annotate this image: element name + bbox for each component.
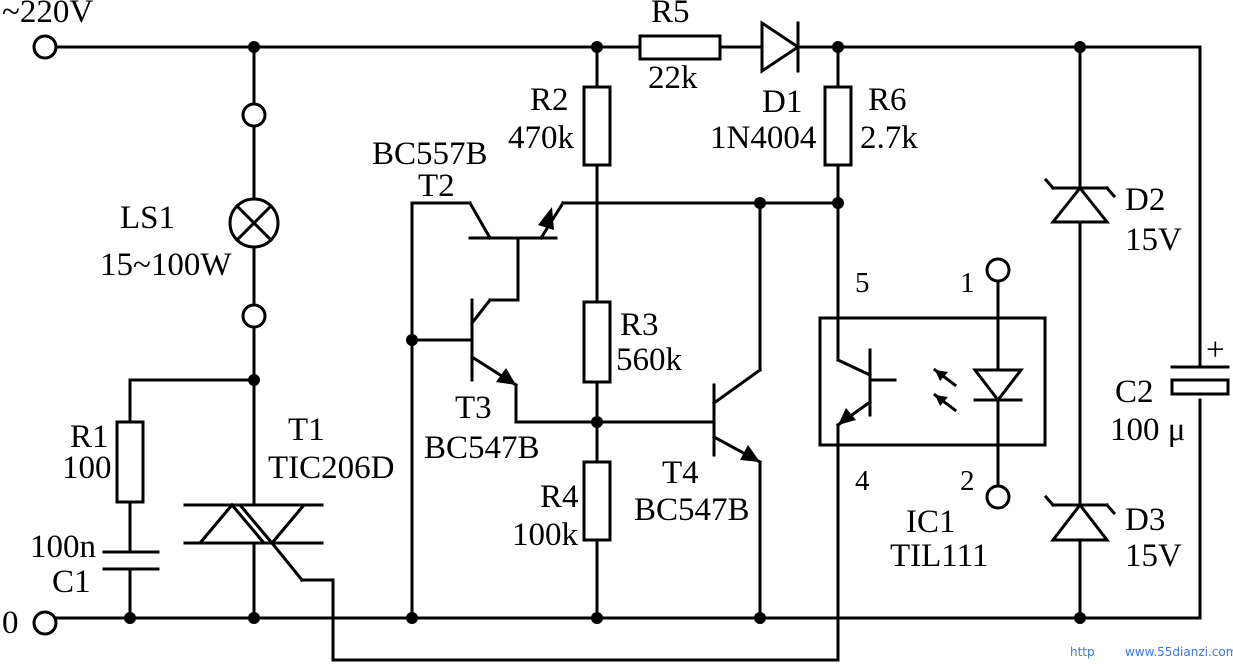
d2-value: 15V [1125, 222, 1182, 258]
junctions [124, 41, 1086, 624]
watermark-site: www.55dianzi.com [1125, 645, 1233, 659]
d1-part: 1N4004 [710, 120, 816, 156]
r3-value: 560k [616, 342, 683, 378]
t2-ref: T2 [418, 168, 455, 204]
ic1-ref: IC1 [906, 504, 956, 540]
terminal-neutral-label: 0 [2, 605, 19, 641]
transistor-t3: T3 BC547B [410, 201, 716, 620]
t4-part: BC547B [634, 492, 750, 528]
r4-value: 100k [512, 517, 579, 553]
resistor-r2: R2 470k [508, 45, 612, 304]
r6-value: 2.7k [860, 120, 918, 156]
r6-ref: R6 [868, 82, 907, 118]
c2-value: 100 μ [1110, 412, 1185, 448]
d1-ref: D1 [762, 84, 802, 120]
r1-ref: R1 [70, 419, 109, 455]
r2-value: 470k [508, 120, 575, 156]
ls1-ref: LS1 [120, 200, 175, 236]
diode-d1: D1 1N4004 [710, 20, 816, 156]
transistor-t2: BC557B T2 [372, 136, 840, 302]
ic1-pin-1: 1 [960, 267, 975, 299]
ls1-value: 15~100W [100, 247, 232, 283]
resistor-r3: R3 560k [582, 300, 683, 464]
r3-ref: R3 [620, 307, 659, 343]
zener-d2: D2 15V [1043, 45, 1182, 507]
zener-d3: D3 15V [1043, 494, 1182, 620]
resistor-r4: R4 100k [512, 460, 612, 620]
r1-value: 100 [62, 450, 112, 486]
terminal-neutral: 0 [2, 605, 58, 641]
t3-ref: T3 [455, 390, 492, 426]
c2-polarity: + [1206, 332, 1225, 368]
ic1-pin-4: 4 [855, 465, 870, 497]
c2-ref: C2 [1115, 374, 1154, 410]
resistor-r6: R6 2.7k [823, 45, 918, 362]
snubber-r1-c1: R1 100 100n C1 [30, 378, 256, 620]
t1-part: TIC206D [268, 450, 395, 486]
top-rail [55, 45, 1202, 369]
resistor-r5: R5 22k [638, 0, 722, 96]
d3-value: 15V [1125, 538, 1182, 574]
watermark-prefix: http [1070, 645, 1095, 659]
bottom-rail [55, 398, 1202, 620]
optocoupler-ic1: 5 1 4 2 IC1 TIL111 [818, 257, 1047, 662]
lamp-ls1: LS1 15~100W [100, 45, 280, 507]
r5-ref: R5 [651, 0, 690, 30]
t3-part: BC547B [424, 430, 540, 466]
terminal-live-label: ~220V [2, 0, 93, 30]
c1-ref: C1 [52, 564, 91, 600]
triac-t1: T1 TIC206D [183, 412, 840, 662]
ic1-pin-5: 5 [855, 267, 870, 299]
d3-ref: D3 [1125, 502, 1165, 538]
transistor-t4: T4 BC547B [634, 201, 763, 620]
r4-ref: R4 [540, 479, 579, 515]
r2-ref: R2 [530, 82, 569, 118]
t4-ref: T4 [662, 455, 699, 491]
r5-value: 22k [648, 60, 698, 96]
ic1-pin-2: 2 [960, 465, 975, 497]
terminal-live: ~220V [2, 0, 93, 60]
watermark: http www.55dianzi.com [1070, 645, 1233, 659]
c1-value: 100n [30, 529, 96, 565]
d2-ref: D2 [1125, 182, 1165, 218]
capacitor-c2: + C2 100 μ [1110, 332, 1230, 448]
t2-part: BC557B [372, 136, 488, 172]
ic1-part: TIL111 [890, 538, 988, 574]
t1-ref: T1 [288, 412, 325, 448]
